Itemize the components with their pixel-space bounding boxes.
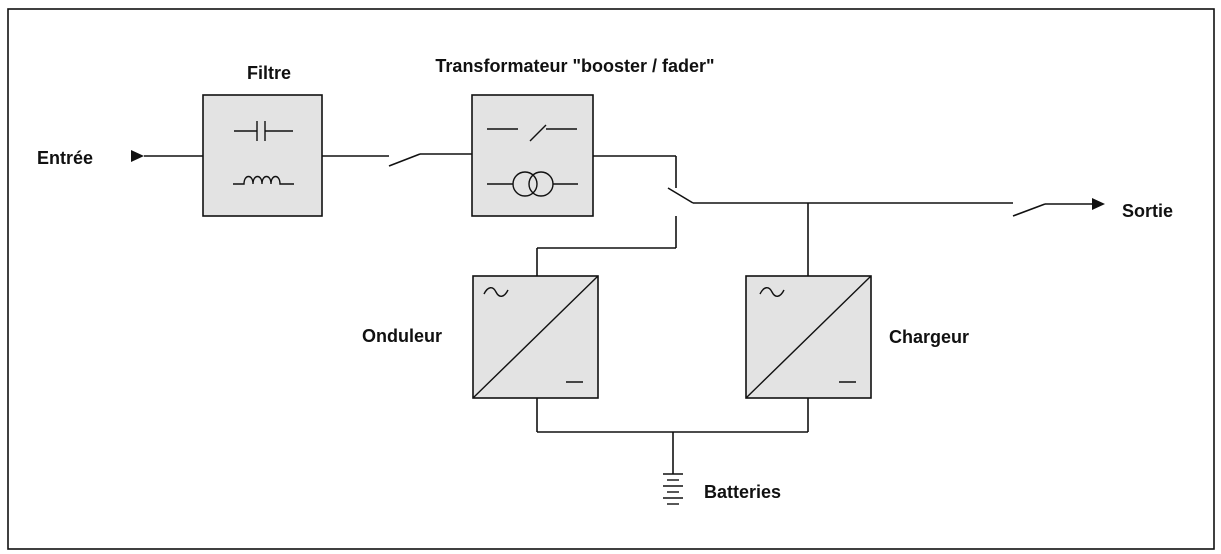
battery-icon <box>663 473 683 505</box>
inverter-diagonal <box>472 275 599 399</box>
input-label: Entrée <box>37 148 93 168</box>
diagram-frame <box>7 8 1215 550</box>
charger-diagonal <box>745 275 872 399</box>
filter-block <box>202 94 323 217</box>
inductor-icon <box>233 175 294 185</box>
output-switch <box>1012 203 1046 217</box>
bypass-switch-1 <box>388 153 421 167</box>
transformer-icon <box>487 171 578 197</box>
inverter-ac-icon <box>483 287 509 297</box>
output-arrow-icon <box>1092 198 1105 210</box>
changeover-switch <box>667 187 694 204</box>
transformer-block <box>471 94 594 217</box>
filter-label: Filtre <box>247 63 291 83</box>
charger-label: Chargeur <box>889 327 969 347</box>
input-arrow-icon <box>131 150 144 162</box>
inverter-label: Onduleur <box>362 326 442 346</box>
capacitor-icon <box>234 121 293 141</box>
switch-icon <box>487 124 577 142</box>
batteries-label: Batteries <box>704 482 781 502</box>
charger-ac-icon <box>759 287 785 297</box>
output-label: Sortie <box>1122 201 1173 221</box>
transformer-label: Transformateur "booster / fader" <box>435 56 714 76</box>
